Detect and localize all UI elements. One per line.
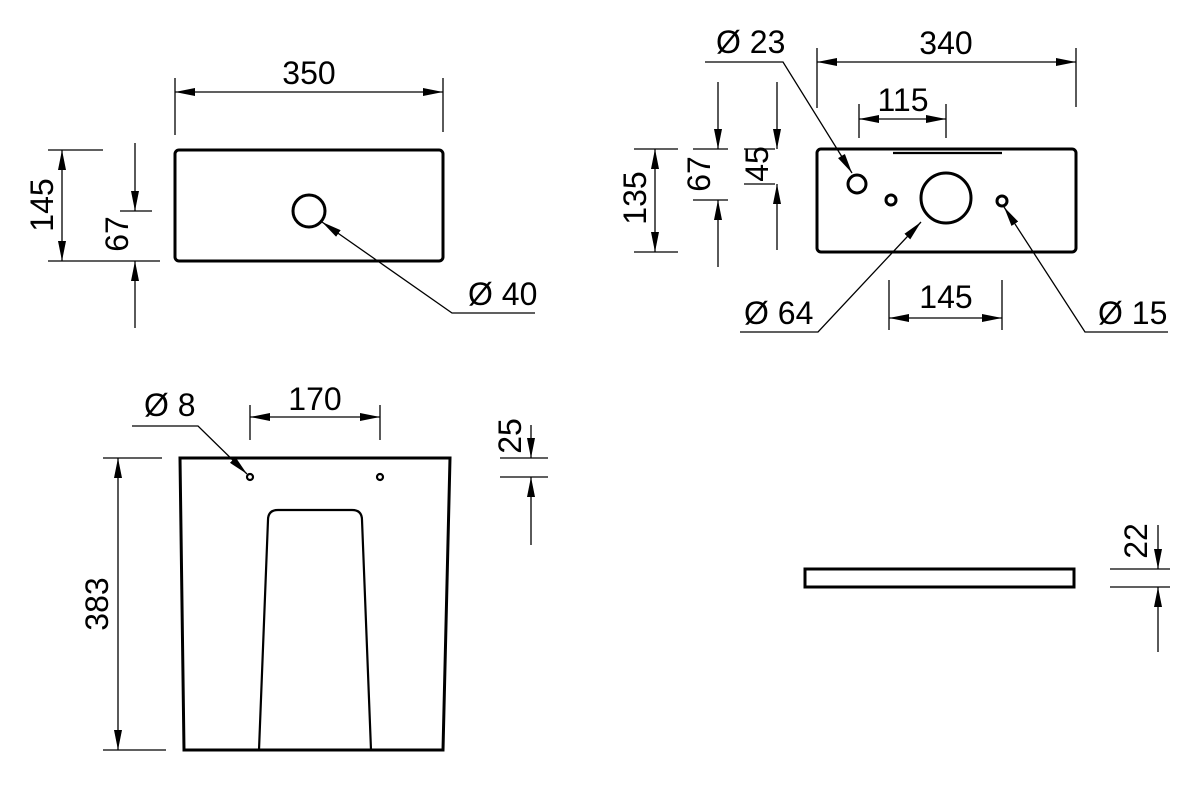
rear-view: 340 115 135 67 45 Ø 23 Ø 64 145 [617,24,1168,333]
hole-23 [846,173,868,195]
dimension-height: 135 [617,171,653,224]
dimension-height: 383 [79,577,115,630]
fixing-hole-diameter-label: Ø 8 [144,387,196,423]
tank-rear-outline [815,147,1078,254]
dimension-height: 145 [24,178,60,231]
fixing-hole-left [884,193,898,207]
dimension-width: 350 [282,55,335,91]
fixing-hole-left [245,472,255,482]
tank-front-outline [178,456,452,752]
dimension-fixing-spacing: 145 [919,279,972,315]
fixing-diameter-label: Ø 15 [1098,295,1167,331]
hole-40 [291,193,327,229]
recess-outline [257,508,373,751]
dimension-inlet-spacing: 115 [877,82,928,118]
fixing-hole-right [375,472,385,482]
dimension-width: 340 [919,25,972,61]
front-view: 170 Ø 8 383 25 [79,381,548,752]
dimension-thickness: 22 [1118,523,1154,559]
dimension-hole-offset: 67 [99,216,135,252]
dimension-hole-height-a: 67 [681,156,717,192]
lid-outline [803,567,1076,589]
top-view: 350 145 67 Ø 40 [24,55,537,328]
dimension-fixing-spacing: 170 [288,381,341,417]
outlet-hole-64 [919,171,973,225]
lid-view: 22 [803,523,1170,652]
dimension-fixing-offset: 25 [492,418,528,454]
outlet-diameter-label: Ø 64 [744,295,813,331]
tank-top-outline [173,148,445,263]
dimension-hole-height-b: 45 [739,146,775,182]
small-hole-diameter-label: Ø 23 [716,24,785,60]
fixing-hole-right [995,194,1009,208]
hole-diameter-label: Ø 40 [468,276,537,312]
